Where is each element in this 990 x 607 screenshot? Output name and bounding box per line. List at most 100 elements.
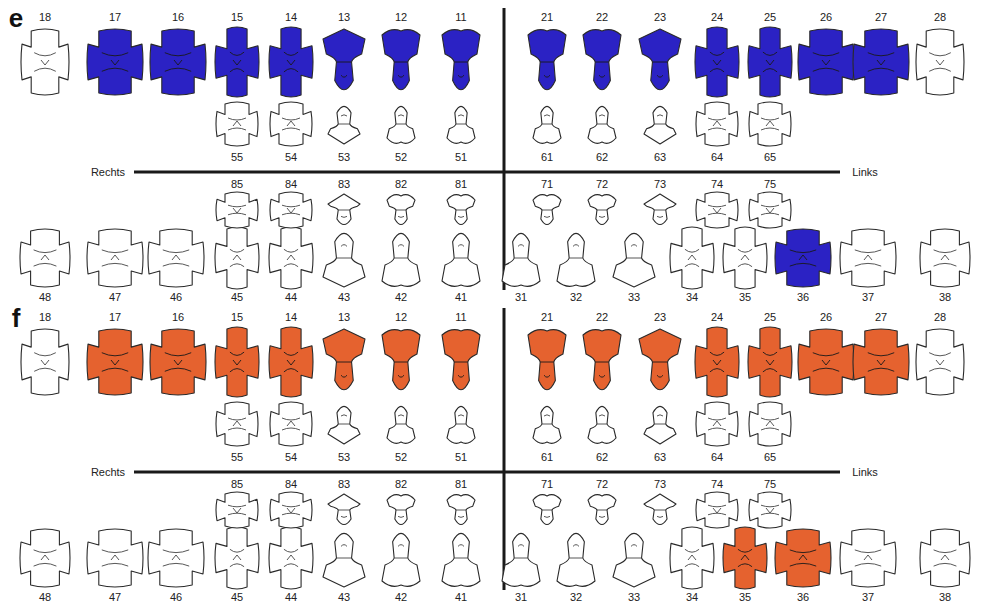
tooth-outline: [323, 329, 365, 390]
tooth-detail: [454, 62, 468, 77]
tooth-number: 41: [455, 292, 467, 303]
tooth-shape: [920, 529, 970, 587]
tooth-shape: [269, 527, 313, 589]
tooth-shape: [323, 329, 365, 390]
tooth-detail: [761, 505, 779, 515]
tooth-number: 53: [338, 152, 350, 163]
tooth-detail: [282, 505, 300, 515]
tooth-outline: [723, 527, 767, 589]
tooth-number: 33: [628, 292, 640, 303]
tooth-outline: [533, 195, 561, 225]
tooth-outline: [696, 402, 738, 446]
tooth-shape: [382, 533, 420, 586]
tooth-outline: [447, 406, 475, 443]
tooth-detail: [868, 353, 894, 372]
tooth-detail: [396, 510, 406, 517]
tooth-number: 25: [764, 312, 776, 323]
tooth-shape: [387, 406, 415, 443]
tooth-shape: [150, 29, 206, 95]
tooth-number: 12: [395, 12, 407, 23]
tooth-shape: [853, 329, 909, 395]
tooth-number: 51: [455, 152, 467, 163]
tooth-outline: [748, 327, 792, 397]
tooth-detail: [228, 418, 246, 430]
tooth-detail: [597, 415, 607, 424]
tooth-shape: [588, 406, 616, 443]
tooth-number: 15: [231, 312, 243, 323]
tooth-shape: [215, 27, 259, 97]
tooth-detail: [230, 549, 244, 566]
tooth-outline: [270, 102, 312, 146]
tooth-detail: [540, 362, 554, 377]
tooth-shape: [639, 29, 681, 90]
tooth-detail: [542, 510, 552, 517]
midline: [503, 8, 506, 290]
tooth-detail: [102, 250, 128, 266]
tooth-number: 24: [711, 312, 723, 323]
tooth-outline: [723, 227, 767, 289]
tooth-shape: [447, 195, 475, 225]
tooth-outline: [696, 492, 738, 528]
tooth-shape: [775, 529, 831, 587]
tooth-outline: [670, 227, 714, 289]
tooth-outline: [387, 406, 415, 443]
tooth-outline: [557, 233, 595, 286]
tooth-detail: [284, 52, 298, 72]
tooth-shape: [588, 495, 616, 525]
tooth-detail: [934, 550, 957, 566]
tooth-shape: [328, 494, 360, 524]
tooth-number: 11: [455, 312, 466, 323]
tooth-shape: [696, 402, 738, 446]
tooth-detail: [228, 205, 246, 215]
tooth-outline: [387, 495, 415, 525]
tooth-shape: [323, 233, 365, 287]
tooth-detail: [284, 549, 298, 566]
tooth-outline: [148, 229, 204, 287]
tooth-shape: [387, 106, 415, 143]
tooth-number: 83: [338, 479, 350, 490]
tooth-shape: [840, 529, 896, 587]
tooth-number: 73: [654, 179, 666, 190]
tooth-number: 43: [338, 292, 350, 303]
tooth-outline: [502, 233, 540, 286]
tooth-number: 46: [170, 292, 182, 303]
tooth-detail: [338, 210, 350, 217]
tooth-outline: [533, 106, 561, 143]
tooth-shape: [798, 329, 854, 395]
tooth-number: 21: [541, 312, 553, 323]
tooth-shape: [442, 533, 480, 586]
tooth-shape: [695, 327, 739, 397]
tooth-detail: [34, 250, 57, 266]
tooth-outline: [382, 30, 420, 90]
tooth-outline: [853, 29, 909, 95]
tooth-shape: [382, 30, 420, 90]
tooth-detail: [396, 415, 406, 424]
tooth-number: 23: [654, 12, 666, 23]
tooth-number: 38: [939, 592, 951, 603]
tooth-shape: [613, 233, 655, 287]
tooth-detail: [454, 545, 468, 558]
tooth-detail: [396, 115, 406, 124]
tooth-shape: [613, 533, 655, 587]
tooth-detail: [514, 545, 528, 558]
tooth-detail: [540, 62, 554, 77]
tooth-shape: [215, 327, 259, 397]
tooth-number: 61: [541, 152, 553, 163]
tooth-number: 73: [654, 479, 666, 490]
tooth-shape: [533, 106, 561, 143]
tooth-shape: [695, 27, 739, 97]
tooth-number: 13: [338, 12, 350, 23]
tooth-detail: [230, 249, 244, 266]
tooth-shape: [216, 102, 258, 146]
tooth-detail: [934, 250, 957, 266]
tooth-shape: [382, 330, 420, 390]
tooth-number: 65: [764, 152, 776, 163]
tooth-number: 31: [515, 292, 527, 303]
tooth-outline: [644, 194, 676, 224]
tooth-outline: [853, 329, 909, 395]
tooth-detail: [102, 53, 128, 72]
tooth-detail: [738, 549, 752, 566]
tooth-outline: [323, 29, 365, 90]
tooth-number: 17: [109, 312, 121, 323]
